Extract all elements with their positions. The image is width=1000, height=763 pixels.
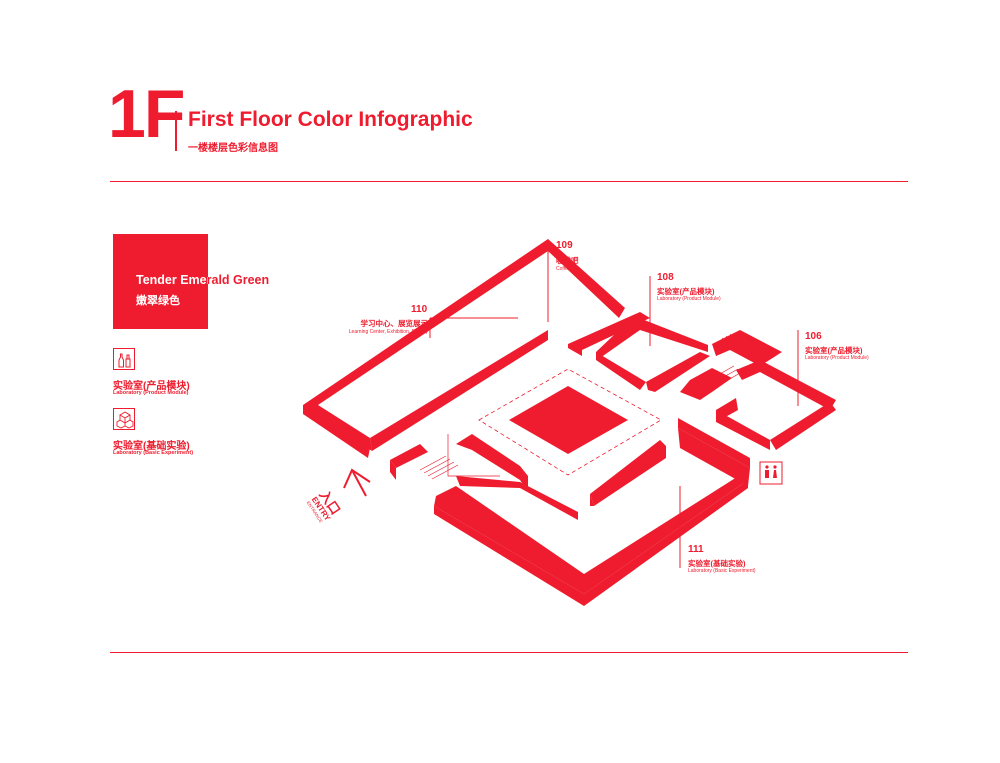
room-108-number: 108 (657, 272, 674, 283)
room-111-number: 111 (688, 544, 704, 555)
color-swatch (113, 234, 208, 329)
stairs-west (419, 455, 459, 480)
page-title: First Floor Color Infographic (188, 108, 473, 131)
swatch-name-en-overflow: Tender Emerald Green (208, 273, 270, 287)
floor-number: 1F (108, 76, 185, 152)
legend-item-product-cn: 实验室(产品模块) (113, 381, 190, 392)
wall-stairs-east (712, 330, 782, 366)
title-divider (175, 111, 177, 151)
legend-item-basic-en: Laboratory (Basic Experiment) (113, 450, 194, 456)
room-108-name-cn: 实验室(产品模块) (657, 287, 715, 296)
wall-room-106 (736, 360, 836, 410)
room-106-number: 106 (805, 331, 822, 342)
room-106-name-en: Laboratory (Product Module) (805, 355, 869, 361)
room-109-number: 109 (556, 240, 573, 251)
bottom-divider (110, 652, 908, 653)
swatch-name-cn: 嫩翠绿色 (136, 295, 180, 307)
legend-item-product-en: Laboratory (Product Module) (113, 390, 189, 396)
wall-room-111 (434, 470, 748, 594)
wall-room-108 (646, 352, 710, 392)
legend-item-basic-cn: 实验室(基础实验) (113, 441, 190, 452)
entry-arrow-icon (343, 468, 371, 497)
bottles-icon (113, 348, 135, 370)
central-hall (509, 386, 628, 454)
room-109-name-cn: 咖啡吧 (556, 256, 579, 265)
wall-west-short (390, 444, 428, 468)
wall-center-east (590, 440, 666, 506)
room-109-name-en: Coffee Bar (556, 266, 580, 272)
page-subtitle-cn: 一楼楼层色彩信息图 (188, 143, 278, 154)
swatch-name-en: Tender Emerald Green (136, 273, 270, 287)
stairs-east (715, 365, 743, 383)
wall-room-111-east (678, 418, 750, 468)
room-106-name-cn: 实验室(产品模块) (805, 346, 863, 355)
wall-center-west (456, 434, 520, 480)
room-111-name-cn: 实验室(基础实验) (688, 559, 746, 568)
room-110-name-cn: 学习中心、展览展示 (360, 319, 429, 328)
restroom-icon (759, 461, 783, 485)
room-110-name-en: Learning Center, Exhibition, Display (348, 329, 428, 335)
room-110-number: 110 (411, 304, 428, 315)
cubes-icon (113, 408, 135, 430)
room-108-name-en: Laboratory (Product Module) (657, 296, 721, 302)
room-111-name-en: Laboratory (Basic Experiment) (688, 568, 756, 574)
courtyard-outline (478, 368, 662, 476)
top-divider (110, 181, 908, 182)
